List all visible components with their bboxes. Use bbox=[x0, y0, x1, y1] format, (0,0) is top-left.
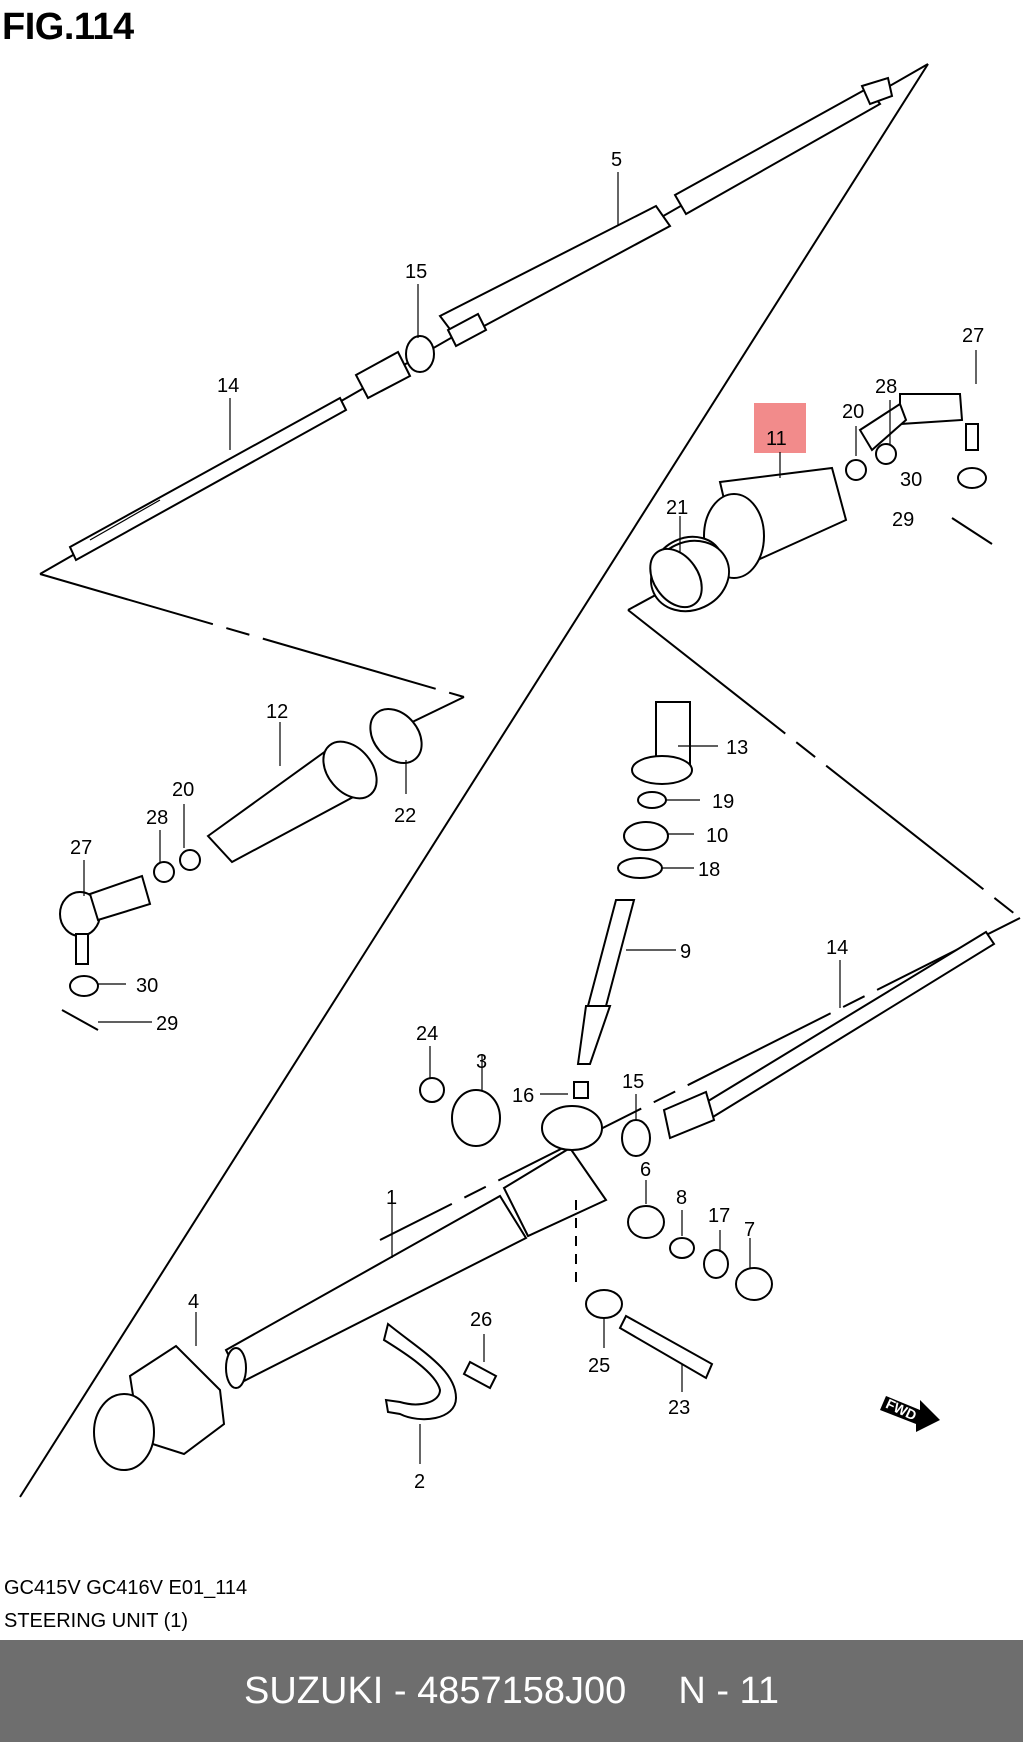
part-30-nut-right bbox=[957, 467, 987, 489]
callout-30-left: 30 bbox=[136, 975, 158, 997]
part-20-nut-left bbox=[179, 849, 201, 871]
part-24-washer bbox=[419, 1077, 445, 1103]
callout-10: 10 bbox=[706, 825, 728, 847]
callout-30-right: 30 bbox=[900, 469, 922, 491]
part-15-ring-upper bbox=[405, 335, 435, 373]
callout-26: 26 bbox=[470, 1309, 492, 1331]
callout-11: 11 bbox=[766, 428, 787, 450]
part-6-rack-guide bbox=[627, 1205, 665, 1239]
part-1-housing bbox=[224, 1105, 608, 1389]
part-13-pinion-boot bbox=[631, 701, 693, 785]
part-27-tie-rod-end-right bbox=[858, 393, 979, 452]
callout-11-highlight bbox=[754, 403, 806, 453]
figure-model-codes: GC415V GC416V E01_114 bbox=[4, 1577, 248, 1599]
callout-24: 24 bbox=[416, 1023, 438, 1045]
part-10-plug bbox=[623, 821, 669, 851]
callout-12: 12 bbox=[266, 701, 288, 723]
part-19-seal bbox=[637, 791, 667, 809]
callout-17: 17 bbox=[708, 1205, 730, 1227]
callout-22: 22 bbox=[394, 805, 416, 827]
part-14-tie-rod-upper bbox=[68, 350, 412, 562]
part-14-tie-rod-lower bbox=[662, 930, 996, 1140]
part-18-o-ring bbox=[617, 857, 663, 879]
part-16-bearing bbox=[573, 1081, 589, 1099]
part-25-washer bbox=[585, 1289, 623, 1319]
callout-1: 1 bbox=[386, 1187, 397, 1209]
callout-28-right: 28 bbox=[875, 376, 897, 398]
part-3-bushing bbox=[451, 1089, 501, 1147]
callout-28-left: 28 bbox=[146, 807, 168, 829]
footer-reference: N - 11 bbox=[678, 1669, 779, 1712]
leader-lines bbox=[83, 172, 977, 1464]
footer-part-number: SUZUKI - 4857158J00 bbox=[244, 1669, 627, 1712]
callout-15-lower: 15 bbox=[622, 1071, 644, 1093]
callout-27-left: 27 bbox=[70, 837, 92, 859]
callout-15-upper: 15 bbox=[405, 261, 427, 283]
callout-20-left: 20 bbox=[172, 779, 194, 801]
callout-7: 7 bbox=[744, 1219, 755, 1241]
callout-19: 19 bbox=[712, 791, 734, 813]
part-5-rack bbox=[438, 76, 894, 348]
part-7-plug bbox=[735, 1267, 773, 1301]
callout-labels: 5 15 14 11 20 28 27 30 29 21 12 22 20 28… bbox=[70, 149, 984, 1493]
callout-9: 9 bbox=[680, 941, 691, 963]
callout-23: 23 bbox=[668, 1397, 690, 1419]
part-8-spring bbox=[669, 1237, 695, 1259]
callout-29-right: 29 bbox=[892, 509, 914, 531]
figure-section-title: STEERING UNIT (1) bbox=[4, 1610, 189, 1632]
callout-4: 4 bbox=[188, 1291, 199, 1313]
part-20-nut-right bbox=[845, 459, 867, 481]
callout-2: 2 bbox=[414, 1471, 425, 1493]
part-29-pin-left bbox=[61, 1009, 99, 1031]
callout-13: 13 bbox=[726, 737, 748, 759]
callout-27-right: 27 bbox=[962, 325, 984, 347]
part-17-o-ring bbox=[703, 1249, 729, 1279]
fwd-label: FWD bbox=[883, 1396, 919, 1424]
footer-bar: SUZUKI - 4857158J00 N - 11 bbox=[0, 1640, 1023, 1742]
callout-5: 5 bbox=[611, 149, 622, 171]
part-23-bolt bbox=[618, 1314, 714, 1380]
callout-3: 3 bbox=[476, 1051, 487, 1073]
callout-14-lower: 14 bbox=[826, 937, 848, 959]
callout-20-right: 20 bbox=[842, 401, 864, 423]
callout-29-left: 29 bbox=[156, 1013, 178, 1035]
part-29-pin-right bbox=[951, 517, 993, 545]
callout-25: 25 bbox=[588, 1355, 610, 1377]
part-26-bolt bbox=[462, 1360, 498, 1390]
part-15-ring-lower bbox=[621, 1119, 651, 1157]
fwd-arrow-icon: FWD bbox=[880, 1396, 940, 1432]
part-21-band bbox=[649, 547, 703, 609]
part-12-boot bbox=[206, 740, 378, 864]
part-2-bracket bbox=[382, 1322, 458, 1421]
part-4-bushing-holder bbox=[93, 1344, 226, 1471]
callout-8: 8 bbox=[676, 1187, 687, 1209]
exploded-parts-diagram: FWD bbox=[19, 63, 1021, 1498]
figure-title: FIG.114 bbox=[2, 6, 134, 48]
part-22-band bbox=[369, 708, 423, 764]
part-30-nut-left bbox=[69, 975, 99, 997]
part-28-nut-right bbox=[875, 443, 897, 465]
part-28-nut-left bbox=[153, 861, 175, 883]
part-27-tie-rod-end-left bbox=[59, 874, 152, 965]
callout-18: 18 bbox=[698, 859, 720, 881]
callout-21: 21 bbox=[666, 497, 688, 519]
callout-6: 6 bbox=[640, 1159, 651, 1181]
callout-16: 16 bbox=[512, 1085, 534, 1107]
callout-14-upper: 14 bbox=[217, 375, 239, 397]
part-9-pinion-shaft bbox=[576, 899, 636, 1065]
